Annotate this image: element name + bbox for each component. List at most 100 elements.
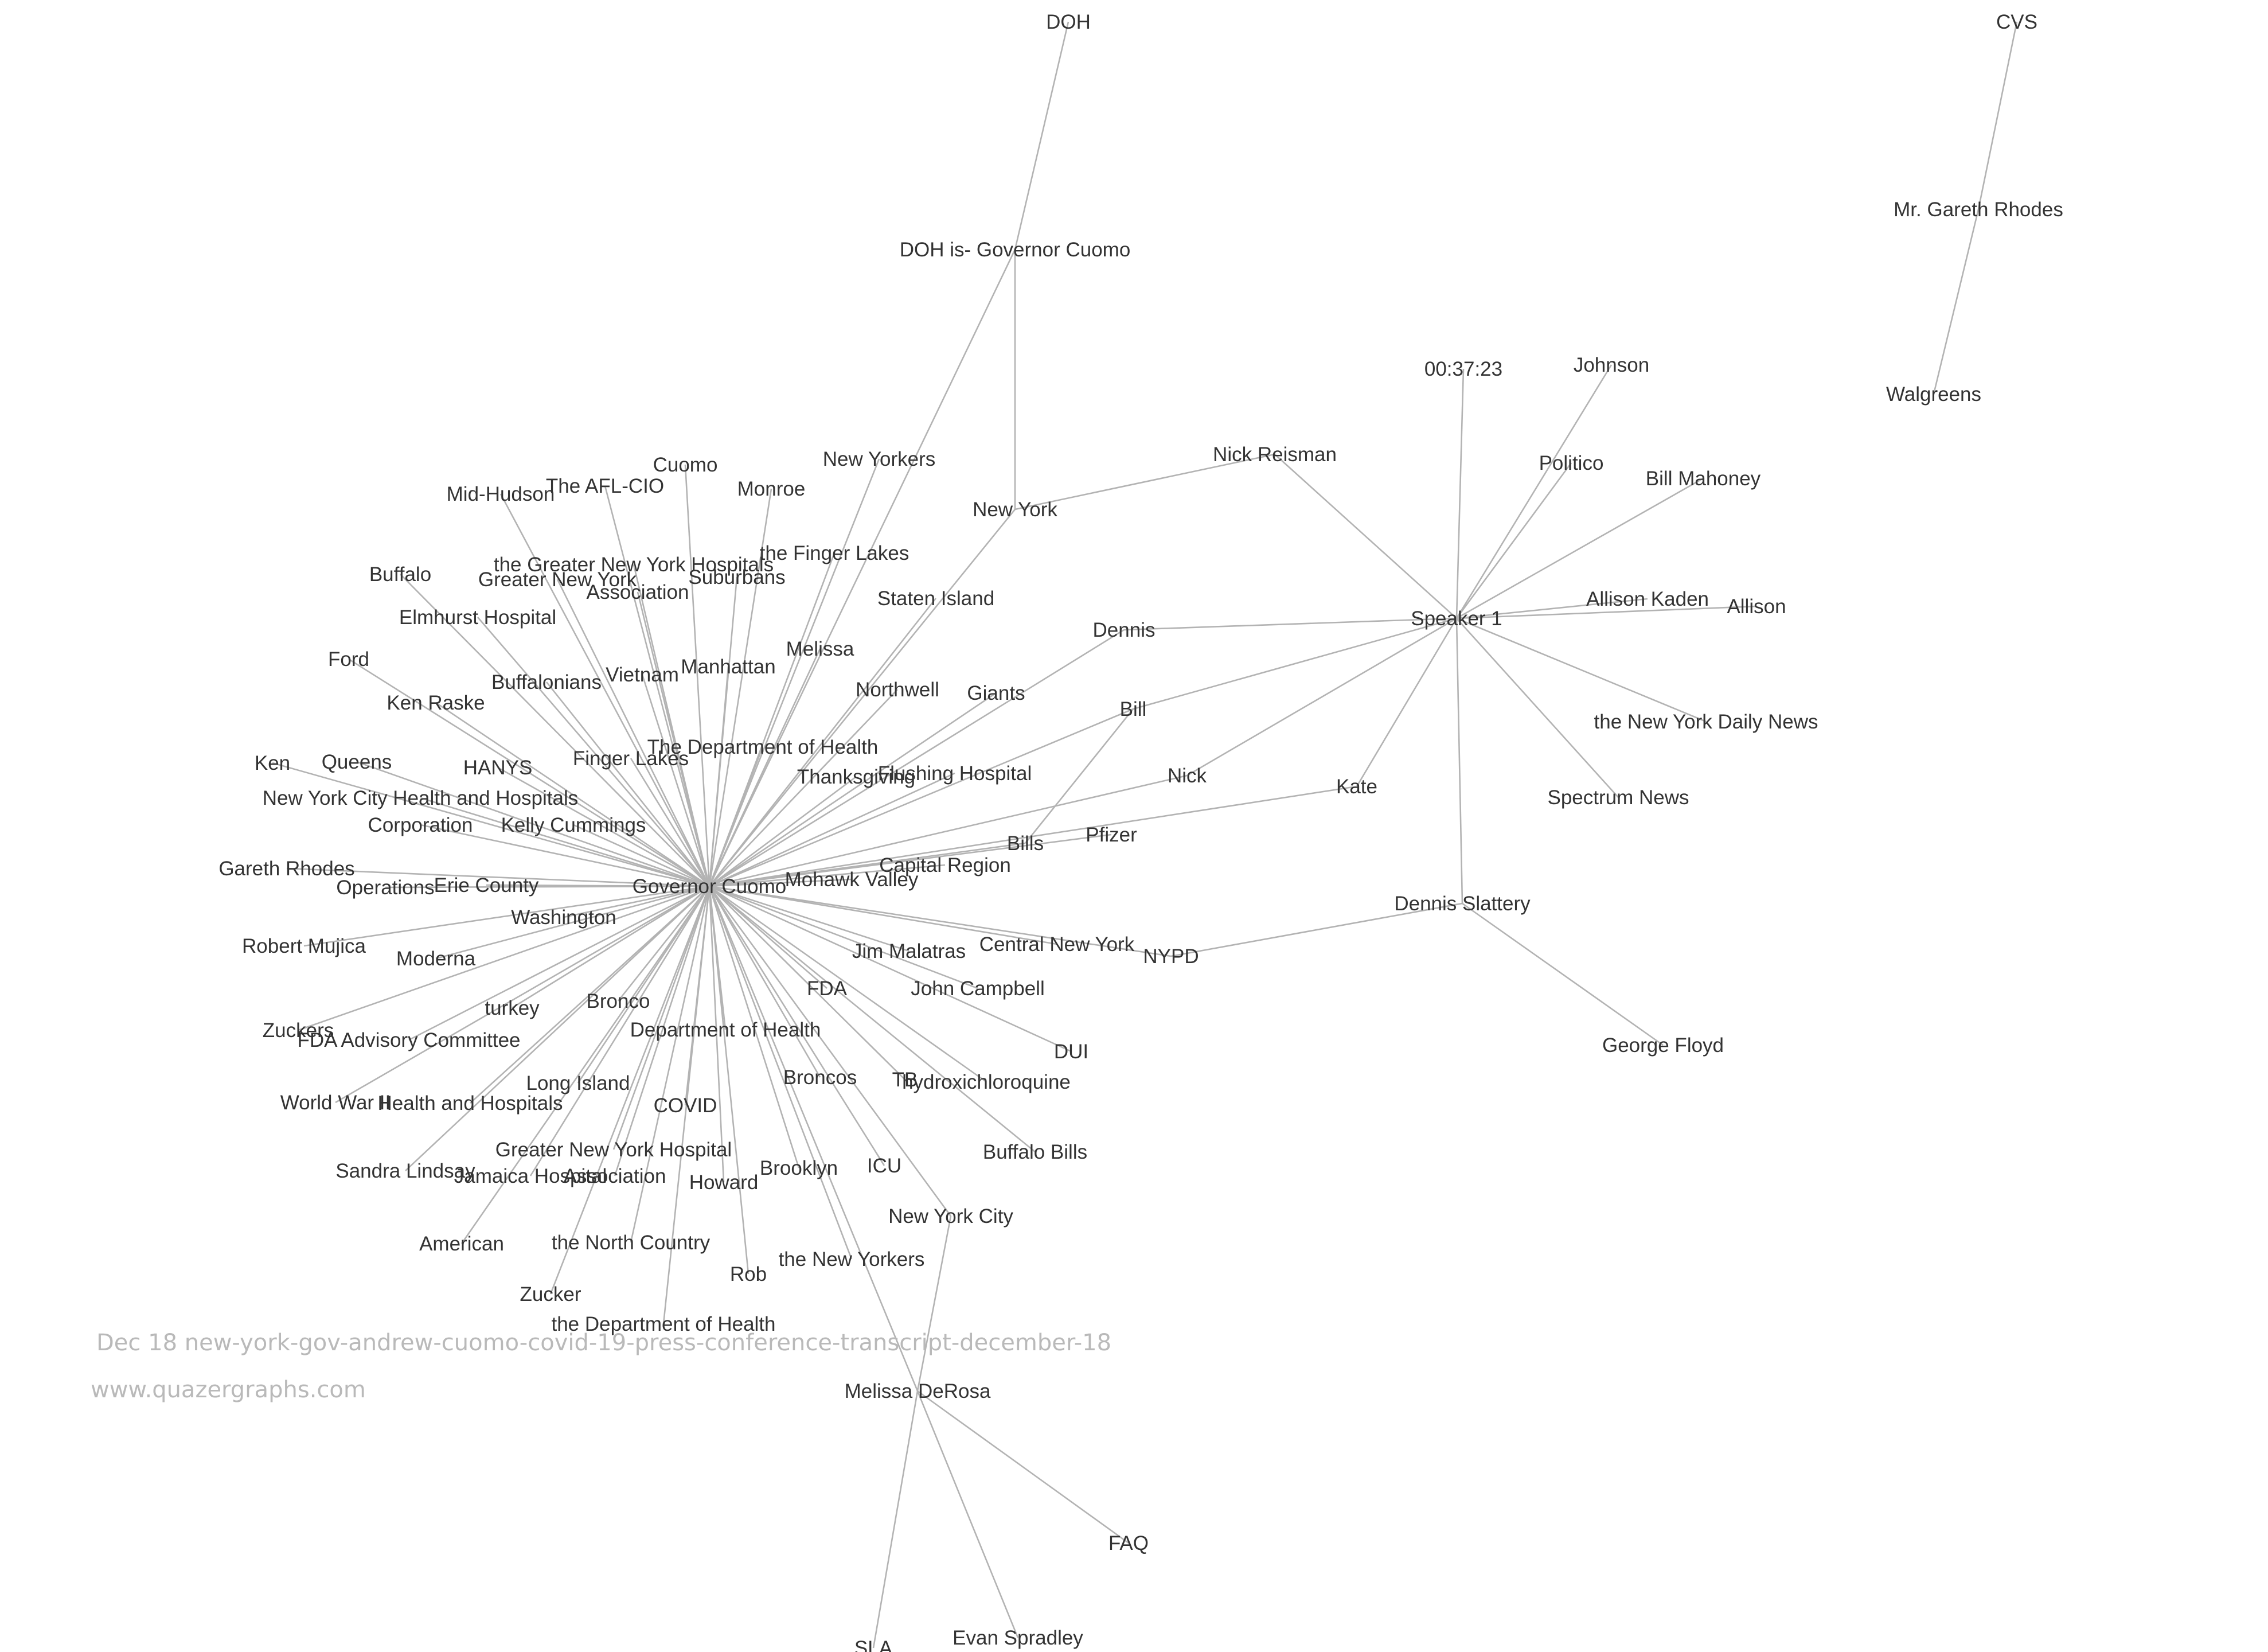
edge-gov-han (497, 766, 710, 887)
edge-gov-mon (708, 488, 772, 887)
node-label-fdac: FDA Advisory Committee (298, 1029, 521, 1051)
node-label-nre: Nick Reisman (1213, 443, 1337, 466)
edge-gov-nic (709, 774, 1188, 887)
node-label-kra: Ken Raske (387, 692, 485, 714)
edge-gov-tfl (708, 552, 836, 887)
edge-gov-fhos (709, 772, 955, 887)
node-label-mdr: Melissa DeRosa (845, 1380, 991, 1402)
node-label-tnyers: the New Yorkers (779, 1248, 925, 1271)
node-label-fda: FDA (807, 977, 848, 1000)
edge-gov-tnc (630, 886, 711, 1243)
node-label-mgr: Mr. Gareth Rhodes (1894, 198, 2063, 221)
edge-gov-fla (630, 758, 711, 887)
edge-gov-eco (486, 884, 710, 887)
edge-gov-gia (709, 692, 997, 887)
node-label-tdoh2: the Department of Health (551, 1313, 775, 1335)
node-label-dpho: Department of Health (630, 1019, 821, 1041)
node-label-gov: Governor Cuomo (633, 875, 786, 898)
node-label-joh: Johnson (1574, 354, 1649, 376)
node-label-tim: 00:37:23 (1424, 358, 1502, 380)
edge-gov-cor (420, 824, 710, 887)
node-label-tur: turkey (485, 997, 540, 1019)
node-label-ame: American (419, 1233, 504, 1255)
node-label-bbi: Buffalo Bills (983, 1141, 1087, 1163)
node-label-tgnyh: the Greater New York Hospitals (494, 554, 774, 576)
edge-spk-spn (1456, 618, 1619, 798)
edge-spk-aka (1456, 598, 1648, 620)
node-label-nyk: New York (973, 498, 1057, 521)
edge-gov-fda (709, 886, 827, 989)
edge-gov-buf (400, 574, 710, 887)
edge-gov-ame (460, 886, 711, 1244)
edge-gov-ken (272, 762, 710, 887)
edge-spk-kat (1356, 618, 1458, 787)
edge-gov-hah (470, 886, 710, 1104)
edge-gov-tur (512, 885, 710, 1009)
edge-gov-pfz (709, 833, 1112, 887)
edge-gov-dui (709, 885, 1072, 1053)
node-label-wal: Walgreens (1886, 383, 1981, 406)
edge-spk-dsl (1455, 618, 1463, 904)
node-label-faq: FAQ (1108, 1532, 1149, 1554)
edge-gov-bbi (709, 885, 1036, 1153)
edge-mdr-sla (872, 1390, 919, 1649)
node-label-gny: Greater New York (478, 568, 637, 591)
edge-dohc-doh (1014, 21, 1069, 250)
node-label-fhos: Flushing Hospital (878, 762, 1032, 785)
edge-mgr-wal (1933, 209, 1980, 395)
node-label-sla: SLA (854, 1637, 893, 1652)
edge-gov-mhv (709, 878, 852, 887)
graph-title-caption: Dec 18 new-york-gov-andrew-cuomo-covid-1… (96, 1330, 1112, 1356)
edge-spk-nre (1274, 454, 1457, 619)
edge-gov-zks (298, 885, 710, 1031)
node-label-den: Dennis (1093, 619, 1156, 641)
edge-layer (272, 21, 2018, 1649)
node-label-rob: Rob (730, 1263, 767, 1285)
edge-gov-jam (529, 886, 711, 1176)
node-label-tb: TB (892, 1069, 918, 1091)
edge-spk-den (1123, 617, 1457, 631)
edge-gov-grh (286, 867, 710, 887)
node-label-aka: Allison Kaden (1586, 588, 1709, 610)
edge-gov-bkn (708, 886, 800, 1168)
node-label-sub: Suburbans (688, 566, 785, 589)
edge-gov-cov (684, 886, 711, 1106)
edge-gov-viet (641, 674, 711, 887)
edge-gov-tb (709, 886, 905, 1080)
edge-gov-mdr (708, 886, 919, 1392)
edge-gov-bfs (545, 681, 711, 887)
edge-gov-sub (708, 576, 738, 887)
node-label-asc2: Association (564, 1165, 666, 1187)
node-label-spk: Speaker 1 (1411, 607, 1502, 630)
node-label-kat: Kate (1336, 776, 1377, 798)
node-label-gnyha: Greater New York Hospital (495, 1139, 732, 1161)
node-label-nwl: Northwell (856, 679, 939, 701)
node-label-doh: DOH (1046, 11, 1091, 33)
edge-gov-brc (708, 886, 821, 1078)
edge-mdr-evs (916, 1390, 1019, 1638)
node-label-jca: John Campbell (911, 977, 1044, 1000)
edge-spk-nydn (1456, 617, 1707, 723)
edge-spk-bil (1133, 617, 1457, 710)
node-label-bma: Bill Mahoney (1646, 467, 1761, 490)
edge-spk-tim (1455, 368, 1465, 619)
edge-gov-kcu (573, 824, 710, 887)
node-label-all: Allison (1727, 595, 1786, 618)
edge-spk-pol (1455, 462, 1572, 619)
edge-gov-elm (477, 617, 710, 887)
node-label-buf: Buffalo (369, 563, 431, 586)
node-label-pfz: Pfizer (1086, 824, 1137, 846)
edge-spk-joh (1455, 364, 1613, 619)
node-label-spn: Spectrum News (1547, 786, 1689, 809)
edge-gov-hyd (709, 885, 987, 1083)
edge-gov-fdac (408, 885, 710, 1041)
node-label-mon: Monroe (737, 478, 806, 500)
node-label-zks: Zuckers (263, 1019, 334, 1042)
edge-gov-tgnyh (633, 564, 711, 887)
node-label-jma: Jim Malatras (852, 940, 966, 963)
edge-gov-nyk (708, 509, 1016, 887)
node-label-nyc: New York City (888, 1205, 1013, 1228)
node-label-ope: Operations (336, 876, 434, 899)
node-label-elm: Elmhurst Hospital (399, 606, 556, 629)
edge-gov-sti (708, 598, 937, 887)
